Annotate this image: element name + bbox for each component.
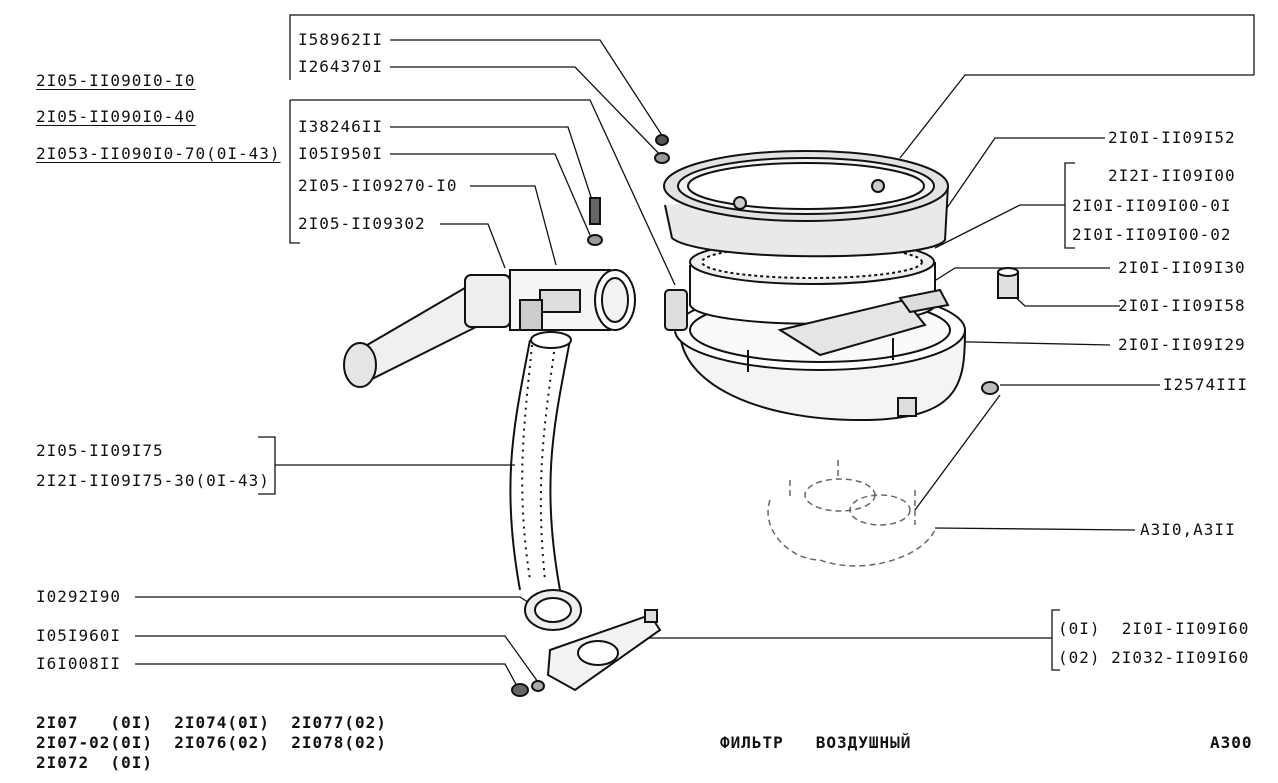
part-label: (0I) 2I0I-II09I60 — [1058, 619, 1250, 638]
part-label: I58962II — [298, 30, 384, 49]
page-title: ФИЛЬТР ВОЗДУШНЫЙ — [720, 733, 912, 752]
outer-bracket-frame — [289, 14, 1255, 80]
assembly-label-3: 2I053-II090I0-70(0I-43) — [36, 144, 281, 163]
part-label: 2I05-II09302 — [298, 214, 426, 233]
inner-bracket-left — [289, 100, 300, 244]
page-code: A300 — [1210, 733, 1253, 752]
model-line-3: 2I072 (0I) — [36, 753, 153, 772]
part-label: 2I0I-II09I30 — [1118, 258, 1246, 277]
assembly-label-1: 2I05-II090I0-I0 — [36, 71, 196, 90]
part-label: 2I0I-II09I29 — [1118, 335, 1246, 354]
part-label: 2I0I-II09I52 — [1108, 128, 1236, 147]
part-label: (02) 2I032-II09I60 — [1058, 648, 1250, 667]
part-label: I6I008II — [36, 654, 122, 673]
model-line-1: 2I07 (0I) 2I074(0I) 2I077(02) — [36, 713, 387, 732]
part-label: 2I0I-II09I00-02 — [1072, 225, 1232, 244]
part-label: 2I2I-II09I00 — [1108, 166, 1236, 185]
part-label: I05I950I — [298, 144, 384, 163]
part-label: I05I960I — [36, 626, 122, 645]
part-label: 2I05-II09I75 — [36, 441, 164, 460]
bracket-bracket-group — [1051, 609, 1060, 671]
part-label: I264370I — [298, 57, 384, 76]
assembly-label-2: 2I05-II090I0-40 — [36, 107, 196, 126]
part-label: A3I0,A3II — [1140, 520, 1236, 539]
part-label: 2I0I-II09I58 — [1118, 296, 1246, 315]
part-label: I0292I90 — [36, 587, 122, 606]
part-label: 2I2I-II09I75-30(0I-43) — [36, 471, 270, 490]
model-line-2: 2I07-02(0I) 2I076(02) 2I078(02) — [36, 733, 387, 752]
part-label: 2I0I-II09I00-0I — [1072, 196, 1232, 215]
part-label: I2574III — [1163, 375, 1249, 394]
part-label: 2I05-II09270-I0 — [298, 176, 458, 195]
part-label: I38246II — [298, 117, 384, 136]
